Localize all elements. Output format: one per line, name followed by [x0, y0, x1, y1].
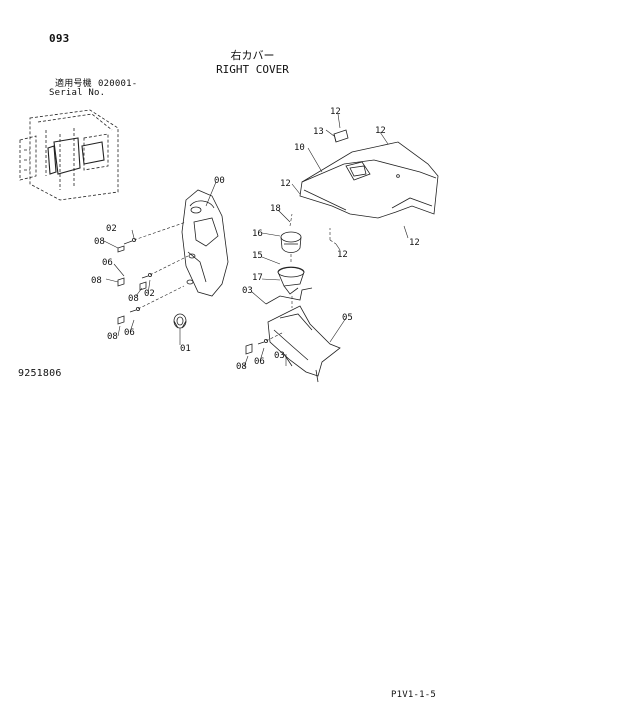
- part-16-cap: [280, 231, 302, 253]
- callout-12: 12: [337, 250, 348, 260]
- part-03-bracket: [265, 287, 313, 367]
- callout-08: 08: [107, 332, 118, 342]
- part-01-grommet: [173, 313, 187, 329]
- callout-18: 18: [270, 204, 281, 214]
- callout-03: 03: [274, 351, 285, 361]
- title-japanese: 右カバー: [230, 49, 275, 62]
- footer-page-code: P1V1-1-5: [391, 690, 436, 700]
- title-english: RIGHT COVER: [216, 63, 289, 76]
- part-05-lower-cover: [267, 305, 341, 383]
- machine-overview-thumbnail: [19, 109, 119, 201]
- drawing-number: 9251806: [18, 368, 62, 379]
- callout-13: 13: [313, 127, 324, 137]
- serial-label-jp: 適用号機: [55, 79, 92, 89]
- fasteners-left: [117, 237, 268, 355]
- part-10-side-cover: [299, 141, 439, 219]
- serial-label-en: Serial No.: [49, 88, 106, 98]
- callout-12: 12: [375, 126, 386, 136]
- callout-05: 05: [342, 313, 353, 323]
- callout-12: 12: [280, 179, 291, 189]
- callout-08: 08: [94, 237, 105, 247]
- part-15-holder: [277, 266, 305, 295]
- callout-12: 12: [409, 238, 420, 248]
- callout-06: 06: [124, 328, 135, 338]
- fastener-dashed-leaders: [133, 221, 285, 342]
- part-00-front-cover: [181, 189, 229, 297]
- callout-17: 17: [252, 273, 263, 283]
- leader-lines: [101, 113, 409, 368]
- callout-16: 16: [252, 229, 263, 239]
- callout-08: 08: [236, 362, 247, 372]
- callout-03: 03: [242, 286, 253, 296]
- callout-10: 10: [294, 143, 305, 153]
- callout-12: 12: [330, 107, 341, 117]
- dashed-alignment-lines: [289, 213, 337, 308]
- callout-00: 00: [214, 176, 225, 186]
- callout-15: 15: [252, 251, 263, 261]
- serial-value: 020001-: [98, 79, 138, 89]
- callout-06: 06: [254, 357, 265, 367]
- part-13-seal-tab: [333, 129, 349, 143]
- callout-labels: 12 13 12 10 12 12 12 18 16 15 17 00 02 0…: [91, 107, 420, 372]
- callout-01: 01: [180, 344, 191, 354]
- callout-08: 08: [128, 294, 139, 304]
- page-number: 093: [49, 32, 70, 45]
- callout-02: 02: [106, 224, 117, 234]
- highlighted-cover-outline: [47, 137, 105, 175]
- callout-08: 08: [91, 276, 102, 286]
- callout-02: 02: [144, 289, 155, 299]
- callout-06: 06: [102, 258, 113, 268]
